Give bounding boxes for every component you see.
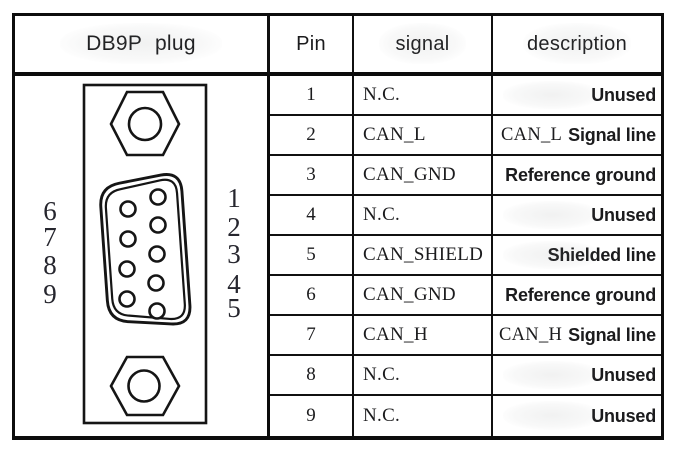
plug-header-label: DB9P plug xyxy=(86,32,196,55)
description-cell: Unused xyxy=(493,196,661,236)
pin-value: 5 xyxy=(306,244,316,265)
pin-hole-1 xyxy=(149,188,167,206)
pin-cell: 2 xyxy=(270,116,354,156)
pin-value: 9 xyxy=(306,405,316,426)
description-value: Signal line xyxy=(568,324,656,345)
description-value: Unused xyxy=(591,405,656,426)
signal-cell: CAN_GND xyxy=(354,276,493,316)
signal-header-label: signal xyxy=(395,32,450,55)
pinout-table: DB9P plug Pin signal description xyxy=(12,13,664,440)
db9-connector-diagram: 6 7 8 9 1 2 3 4 5 xyxy=(15,76,270,436)
pin-value: 7 xyxy=(306,324,316,345)
top-hex-nut-icon xyxy=(109,90,181,157)
description-cell: Unused xyxy=(493,76,661,116)
pin-hole-9 xyxy=(118,290,136,308)
pin-hole-4 xyxy=(147,274,165,292)
pin-cell: 8 xyxy=(270,356,354,396)
pin-number-label-9: 9 xyxy=(43,279,57,309)
pin-hole-2 xyxy=(149,216,167,234)
signal-value: CAN_SHIELD xyxy=(363,244,484,265)
pin-number-label-3: 3 xyxy=(227,239,241,269)
pin-number-label-1: 1 xyxy=(227,183,241,213)
signal-value: N.C. xyxy=(363,364,401,385)
signal-value: N.C. xyxy=(363,405,401,426)
signal-cell: CAN_SHIELD xyxy=(354,236,493,276)
description-cell: Reference ground xyxy=(493,156,661,196)
signal-cell: N.C. xyxy=(354,76,493,116)
description-value: Unused xyxy=(591,204,656,225)
description-cell: Reference ground xyxy=(493,276,661,316)
signal-value: N.C. xyxy=(363,84,401,105)
description-value: Reference ground xyxy=(505,284,656,305)
pin-value: 3 xyxy=(306,164,316,185)
pin-number-label-2: 2 xyxy=(227,212,241,242)
pin-number-label-5: 5 xyxy=(227,293,241,323)
pin-value: 1 xyxy=(306,84,316,105)
description-cell: Shielded line xyxy=(493,236,661,276)
bottom-screw-hole-icon xyxy=(127,369,161,403)
pin-cell: 5 xyxy=(270,236,354,276)
description-header-label: description xyxy=(526,32,628,55)
signal-cell: CAN_L xyxy=(354,116,493,156)
pin-holes xyxy=(118,188,167,320)
pin-cell: 9 xyxy=(270,396,354,436)
signal-value: CAN_H xyxy=(363,324,428,345)
pin-hole-6 xyxy=(119,200,137,218)
description-cell: Unused xyxy=(493,356,661,396)
signal-value: CAN_GND xyxy=(363,164,456,185)
description-value: Signal line xyxy=(568,124,656,145)
signal-cell: CAN_GND xyxy=(354,156,493,196)
pin-hole-8 xyxy=(118,260,136,278)
top-screw-hole-icon xyxy=(127,106,163,142)
signal-value: CAN_GND xyxy=(363,284,456,305)
signal-column-header: signal xyxy=(354,16,493,76)
db9-connector-drawing xyxy=(82,83,208,425)
connector-body-outline xyxy=(82,83,208,425)
pin-cell: 3 xyxy=(270,156,354,196)
pin-cell: 7 xyxy=(270,316,354,356)
signal-value: CAN_L xyxy=(363,124,426,145)
bottom-hex-nut-icon xyxy=(109,355,181,417)
description-value: Unused xyxy=(591,84,656,105)
signal-cell: N.C. xyxy=(354,196,493,236)
description-cell: Unused xyxy=(493,396,661,436)
pin-cell: 6 xyxy=(270,276,354,316)
signal-cell: CAN_H xyxy=(354,316,493,356)
pin-cell: 4 xyxy=(270,196,354,236)
dsub-shell-icon xyxy=(99,173,192,326)
pin-value: 8 xyxy=(306,364,316,385)
pin-number-label-7: 7 xyxy=(43,222,57,252)
description-value: Reference ground xyxy=(505,164,656,185)
description-column-header: description xyxy=(493,16,661,76)
plug-column-header: DB9P plug xyxy=(15,16,270,76)
pin-value: 2 xyxy=(306,124,316,145)
description-value: Unused xyxy=(591,364,656,385)
pin-number-label-4: 4 xyxy=(227,269,241,299)
pin-hole-5 xyxy=(148,302,166,320)
pin-hole-7 xyxy=(119,230,137,248)
signal-cell: N.C. xyxy=(354,396,493,436)
pin-cell: 1 xyxy=(270,76,354,116)
pin-value: 6 xyxy=(306,284,316,305)
signal-value: N.C. xyxy=(363,204,401,225)
description-value: Shielded line xyxy=(547,244,657,265)
pin-value: 4 xyxy=(306,204,316,225)
pin-number-label-6: 6 xyxy=(43,196,57,226)
description-prefix: CAN_H xyxy=(499,324,563,345)
pin-column-header: Pin xyxy=(270,16,354,76)
pin-number-label-8: 8 xyxy=(43,250,57,280)
pin-header-label: Pin xyxy=(296,32,326,55)
description-prefix: CAN_L xyxy=(501,124,563,145)
signal-cell: N.C. xyxy=(354,356,493,396)
pin-hole-3 xyxy=(148,245,166,263)
